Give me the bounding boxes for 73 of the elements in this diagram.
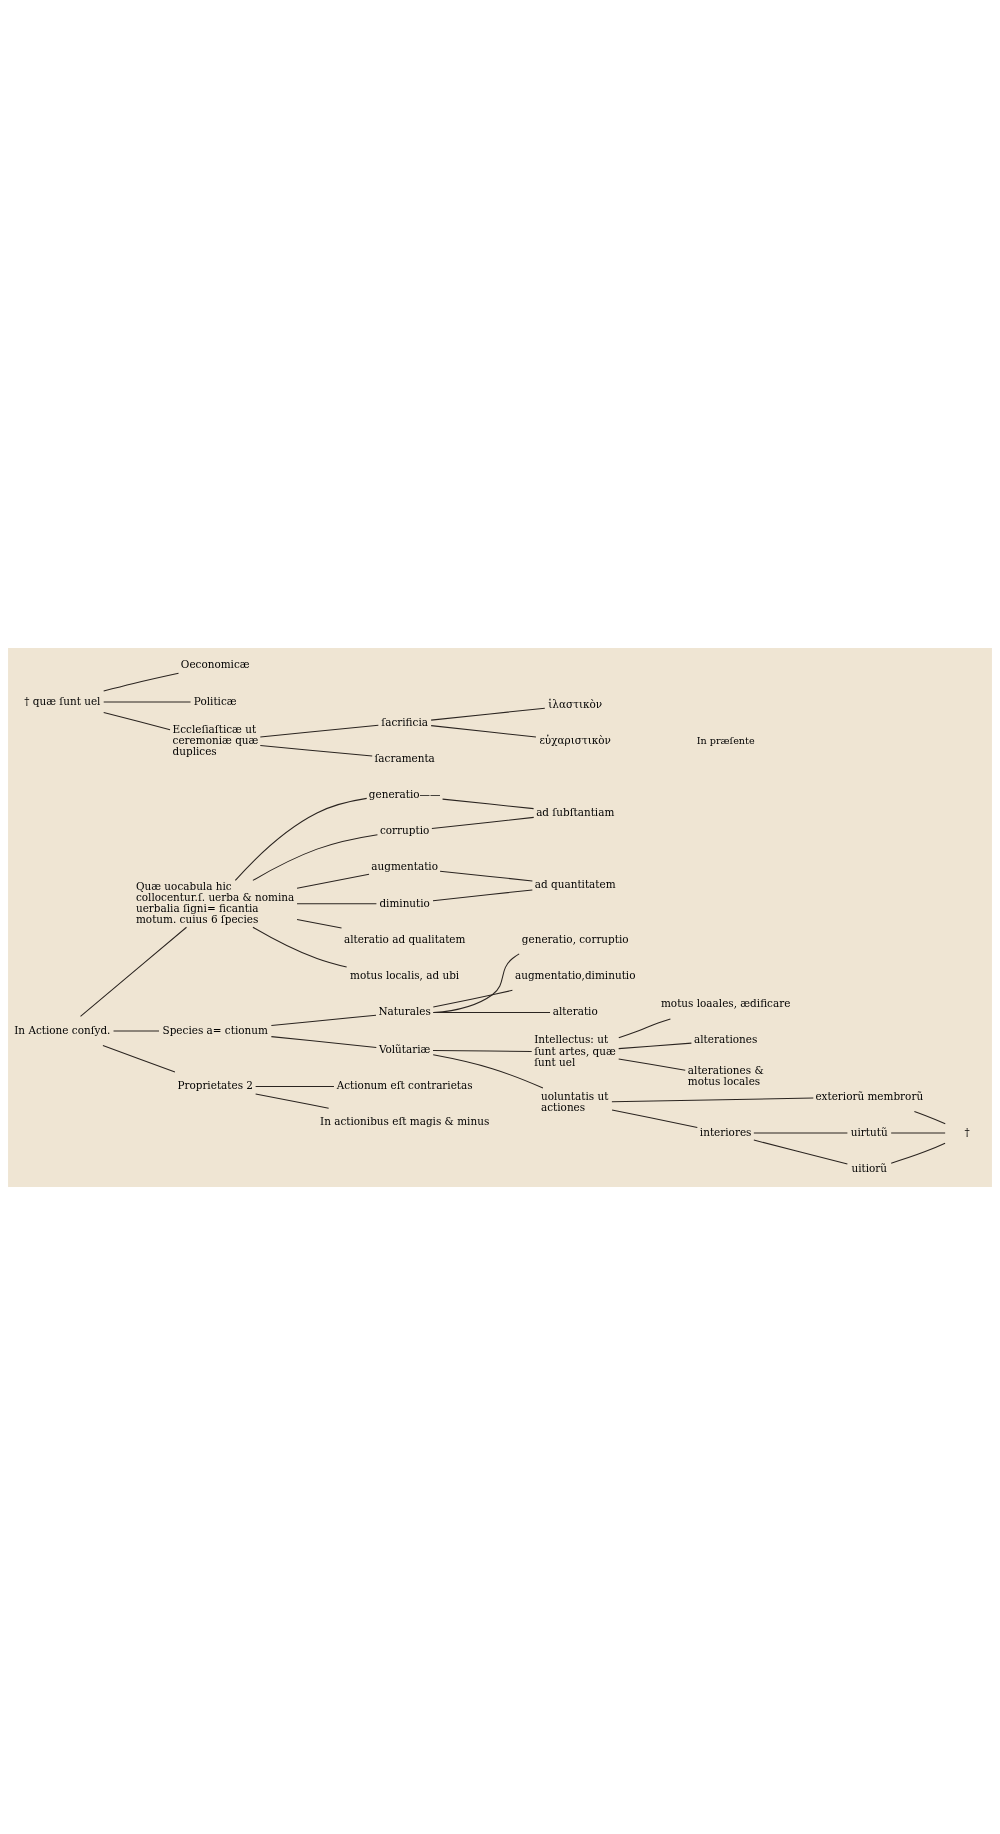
connector <box>270 1014 377 1026</box>
connector <box>259 744 373 757</box>
label: In præſente <box>696 734 755 746</box>
node-text: Quæ uocabula hic collocentur.ſ. uerba & nomina uerbalia ſigni= ficantia motum. cuius 6 ſpecies <box>135 879 295 925</box>
connector <box>753 1139 848 1164</box>
node-text: diminutio <box>379 896 430 909</box>
connector <box>259 724 379 737</box>
connector <box>432 1053 544 1089</box>
connector <box>439 870 533 881</box>
node-text: augmentatio <box>371 859 439 872</box>
node-text: alterationes <box>694 1032 758 1045</box>
node-text: Species a= ctionum <box>162 1023 268 1036</box>
node-text: † quæ ſunt uel <box>24 694 101 707</box>
node-text: uoluntatis ut actiones <box>541 1089 609 1113</box>
node-text: Intellectus: ut ſunt artes, quæ ſunt uel <box>534 1032 616 1068</box>
node-text: augmentatio,diminutio <box>514 968 636 981</box>
node-text: motus loaales, ædificare <box>660 996 791 1009</box>
connector <box>442 798 535 809</box>
connector <box>432 888 533 901</box>
node-text: interiores <box>699 1125 752 1138</box>
node-text: ſacrificia <box>381 715 428 728</box>
connector <box>430 724 537 738</box>
connector <box>432 1049 533 1052</box>
node-text: ad ſubſtantiam <box>536 805 615 818</box>
connector <box>252 833 378 881</box>
node-text: ſacramenta <box>374 751 435 764</box>
connector <box>611 1096 814 1102</box>
connector <box>103 672 180 691</box>
connector <box>102 1044 176 1072</box>
connector <box>296 902 377 904</box>
connector <box>252 926 348 968</box>
node-text: alteratio <box>552 1004 598 1017</box>
node-text: In actionibus eſt magis & minus <box>320 1114 490 1127</box>
node-text: alteratio ad qualitatem <box>343 932 466 945</box>
connector <box>296 918 343 929</box>
node-text: uitiorũ <box>851 1161 888 1174</box>
connector <box>432 952 520 1013</box>
node-text: Politicæ <box>193 694 237 707</box>
connector <box>432 989 513 1007</box>
connector <box>255 1085 335 1087</box>
node-text: generatio—— <box>368 787 441 800</box>
connector <box>431 816 535 829</box>
node-text: Proprietates 2 <box>177 1078 254 1091</box>
node-text: εὐχαριστικὸν <box>539 733 611 746</box>
node-text: exteriorũ membrorũ <box>815 1089 924 1102</box>
node-text: Oeconomicæ <box>180 657 250 670</box>
node-text: corruptio <box>380 823 430 836</box>
connector <box>270 1035 377 1048</box>
node-text: † <box>964 1125 970 1138</box>
connector <box>234 797 368 881</box>
node-text: Actionum eſt contrarietas <box>336 1078 473 1091</box>
connector <box>913 1110 946 1124</box>
connector <box>296 873 370 889</box>
connector <box>618 1017 671 1038</box>
connector <box>103 711 171 730</box>
node-text: In Actione conſyd. <box>14 1023 111 1036</box>
connector <box>618 1057 686 1071</box>
node-text: Eccleſiaſticæ ut ceremoniæ quæ duplices <box>172 722 259 757</box>
node-text: Volũtariæ <box>378 1042 431 1055</box>
connector <box>80 926 188 1017</box>
node-text: ἱλαστικὸν <box>548 697 603 710</box>
connector <box>611 1108 698 1128</box>
connector <box>255 1093 330 1109</box>
node-text: motus localis, ad ubi <box>350 968 460 981</box>
node-text: generatio, corruptio <box>521 932 629 945</box>
node-text: ad quantitatem <box>534 877 616 890</box>
connector <box>618 1042 692 1049</box>
connector <box>430 707 546 721</box>
connector <box>890 1142 946 1164</box>
node-text: Naturales <box>378 1004 431 1017</box>
node-text: alterationes & motus locales <box>687 1063 764 1087</box>
node-text: uirtutũ <box>850 1125 888 1138</box>
connector <box>432 1011 551 1013</box>
